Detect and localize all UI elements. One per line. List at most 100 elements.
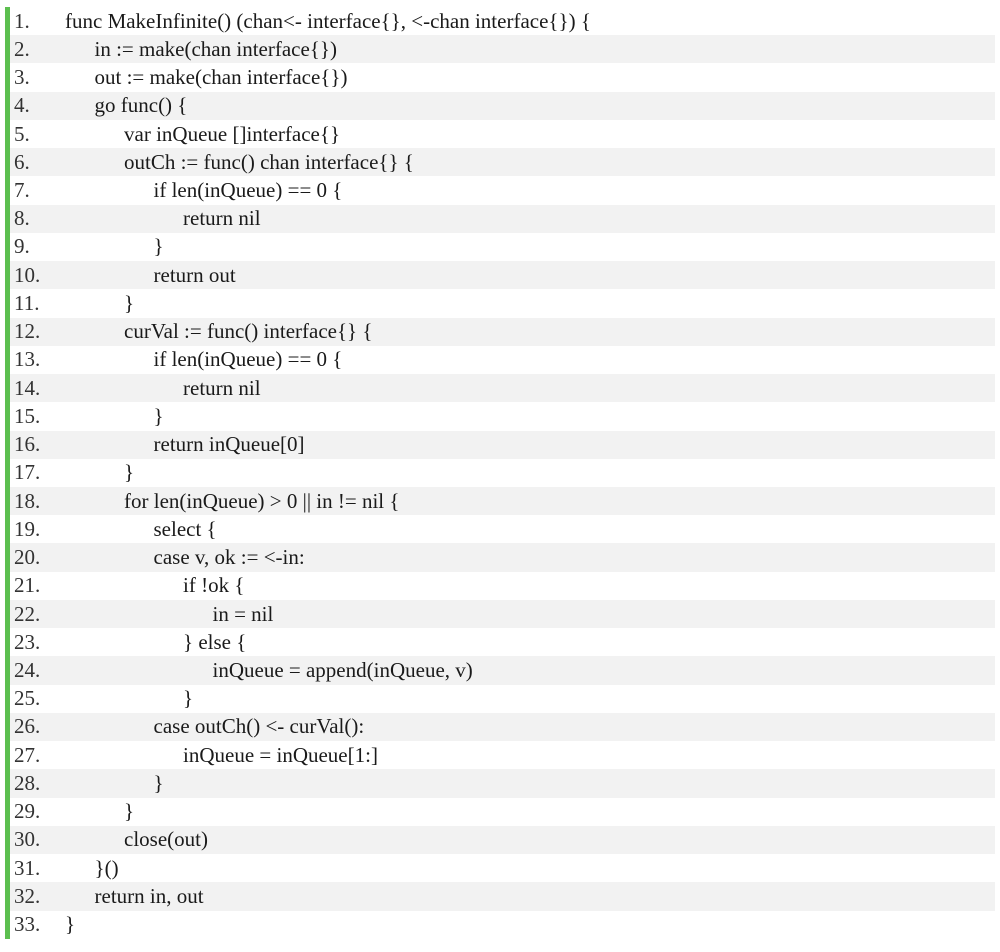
code-line: 16. return inQueue[0]: [10, 430, 995, 459]
code-line: 28.}: [10, 769, 995, 798]
code-line: 21. if !ok {: [10, 572, 995, 600]
code-line: 9.}: [10, 233, 995, 261]
line-number: 6.: [14, 149, 30, 174]
code-line: 33.}: [10, 911, 995, 939]
line-code: if !ok {: [183, 573, 245, 598]
code-line: 18. for len(inQueue) > 0 || in != nil {: [10, 486, 995, 516]
line-code: out := make(chan interface{}): [94, 65, 348, 90]
code-line: 6. outCh := func() chan interface{} {: [10, 148, 995, 177]
line-code: }: [65, 912, 76, 937]
line-code: return inQueue[0]: [153, 432, 305, 457]
line-number: 3.: [14, 65, 30, 90]
code-line: 24. inQueue = append(inQueue, v): [10, 656, 995, 685]
line-code: }: [124, 290, 135, 315]
line-number: 30.: [14, 827, 41, 852]
line-code: outCh := func() chan interface{} {: [124, 149, 414, 174]
line-number: 10.: [14, 262, 41, 287]
code-line: 26. case outCh() <- curVal():: [10, 712, 995, 742]
line-code: inQueue = append(inQueue, v): [212, 658, 473, 682]
code-line: 17.}: [10, 459, 995, 487]
code-line: 32. return in, out: [10, 882, 995, 911]
line-number: 23.: [14, 629, 41, 654]
line-code: }: [183, 686, 194, 711]
line-code: inQueue = inQueue[1:]: [183, 742, 378, 767]
line-code: curVal := func() interface{} {: [124, 319, 373, 344]
line-code: case outCh() <- curVal():: [153, 714, 365, 739]
code-line: 22. in = nil: [10, 599, 995, 629]
line-code: }: [153, 403, 164, 428]
code-listing: 1. func MakeInfinite() (chan<- interface{…: [5, 7, 995, 939]
line-number: 7.: [14, 178, 30, 203]
line-number: 29.: [14, 799, 41, 824]
line-number: 24.: [14, 658, 41, 682]
line-number: 26.: [14, 714, 41, 739]
code-line: 27. inQueue = inQueue[1:]: [10, 741, 995, 769]
line-number: 25.: [14, 686, 41, 711]
line-code: return in, out: [94, 883, 204, 908]
line-number: 20.: [14, 545, 41, 570]
code-line: 25.}: [10, 685, 995, 713]
line-code: return nil: [183, 206, 261, 231]
line-number: 15.: [14, 403, 41, 428]
code-line: 20. case v, ok := <-in:: [10, 543, 995, 572]
code-line: 30. close(out): [10, 825, 995, 855]
line-number: 28.: [14, 770, 41, 795]
line-number: 22.: [14, 601, 41, 626]
line-number: 2.: [14, 36, 30, 61]
line-code: if len(inQueue) == 0 {: [153, 178, 343, 203]
code-line: 3. out := make(chan interface{}): [10, 63, 995, 91]
line-number: 32.: [14, 883, 41, 908]
code-line: 1. func MakeInfinite() (chan<- interface{…: [10, 7, 995, 35]
line-number: 31.: [14, 855, 41, 880]
code-line: 11.}: [10, 289, 995, 317]
code-line: 10. return out: [10, 261, 995, 290]
line-number: 13.: [14, 347, 41, 372]
code-line: 7. if len(inQueue) == 0 {: [10, 176, 995, 204]
line-number: 14.: [14, 375, 41, 400]
line-code: case v, ok := <-in:: [153, 545, 305, 570]
code-line: 19. select {: [10, 515, 995, 543]
line-code: return nil: [183, 375, 261, 400]
line-code: } else {: [183, 629, 247, 654]
code-line: 4. go func() {: [10, 91, 995, 120]
line-code: return out: [153, 262, 236, 287]
line-code: }: [153, 234, 164, 259]
line-code: var inQueue []interface{}: [124, 121, 341, 146]
line-code: }: [124, 460, 135, 485]
line-number: 8.: [14, 206, 30, 231]
line-code: }(): [94, 855, 119, 880]
line-code: in := make(chan interface{}): [94, 36, 337, 61]
line-number: 11.: [14, 290, 40, 315]
line-code: for len(inQueue) > 0 || in != nil {: [124, 488, 400, 513]
code-line: 23. } else {: [10, 628, 995, 656]
code-line: 14. return nil: [10, 374, 995, 403]
code-line: 15.}: [10, 402, 995, 430]
code-line: 31. }(): [10, 854, 995, 882]
line-number: 17.: [14, 460, 41, 485]
line-code: }: [153, 770, 164, 795]
line-number: 16.: [14, 432, 41, 457]
code-line: 29.}: [10, 798, 995, 826]
line-number: 27.: [14, 742, 41, 767]
line-code: go func() {: [94, 93, 188, 118]
line-code: in = nil: [212, 601, 274, 626]
line-code: }: [124, 799, 135, 824]
line-number: 33.: [14, 912, 41, 937]
line-number: 4.: [14, 93, 30, 118]
code-line: 12. curVal := func() interface{} {: [10, 317, 995, 346]
line-number: 12.: [14, 319, 41, 344]
line-number: 5.: [14, 121, 30, 146]
line-number: 21.: [14, 573, 41, 598]
line-number: 19.: [14, 516, 41, 541]
line-number: 18.: [14, 488, 41, 513]
line-number: 9.: [14, 234, 30, 259]
code-line: 13. if len(inQueue) == 0 {: [10, 346, 995, 374]
line-code: if len(inQueue) == 0 {: [153, 347, 343, 372]
line-number: 1.: [14, 8, 30, 33]
code-line: 2. in := make(chan interface{}): [10, 35, 995, 64]
line-code: select {: [153, 516, 217, 541]
line-code: func MakeInfinite() (chan<- interface{},…: [65, 8, 591, 33]
line-code: close(out): [124, 827, 208, 852]
code-line: 5. var inQueue []interface{}: [10, 120, 995, 148]
code-line: 8. return nil: [10, 204, 995, 233]
